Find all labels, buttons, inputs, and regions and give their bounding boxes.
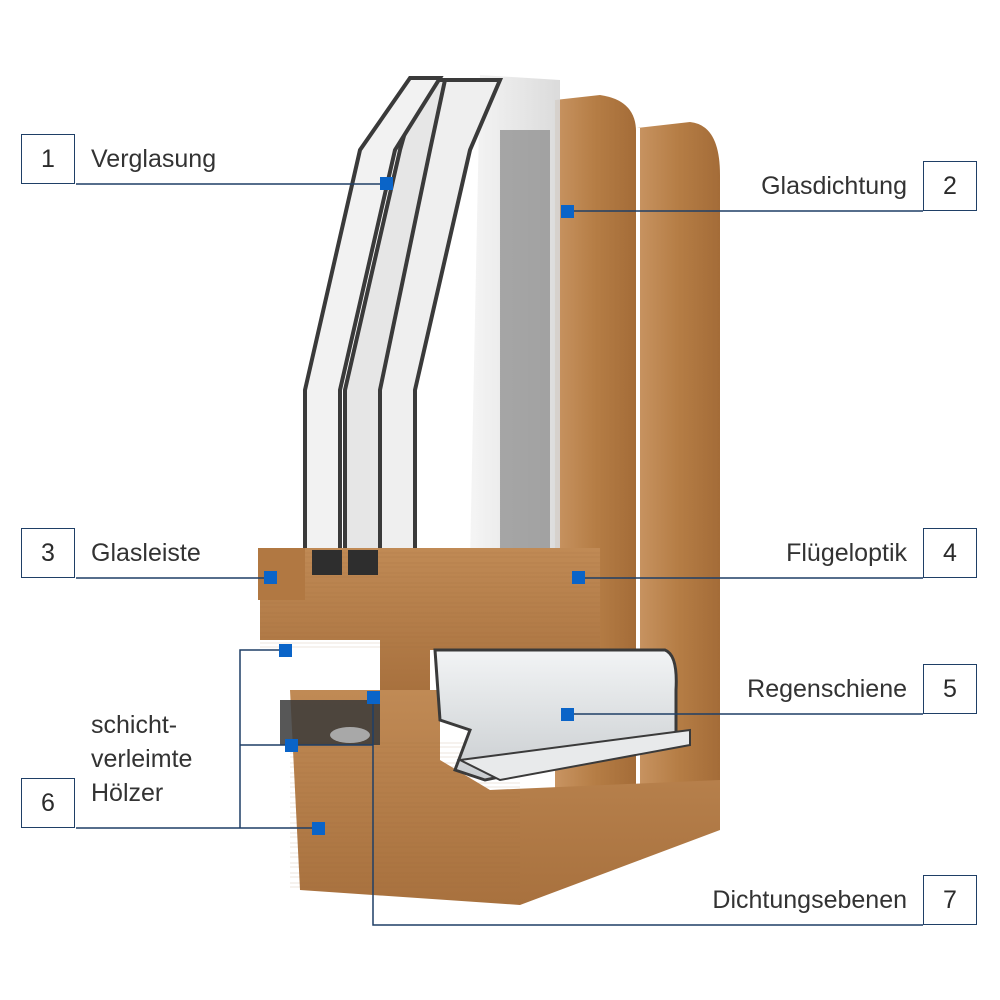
callout-label-hoelzer-line-1: schicht- <box>91 711 178 739</box>
callout-label-glasdichtung: Glasdichtung <box>761 172 907 200</box>
marker-fluegeloptik <box>572 571 585 584</box>
marker-regenschiene <box>561 708 574 721</box>
callout-number-5: 5 <box>923 664 977 714</box>
callout-number-3: 3 <box>21 528 75 578</box>
callout-label-hoelzer: schicht- verleimte Hölzer <box>91 708 192 810</box>
glass-bead <box>258 548 305 600</box>
leader-line-7 <box>372 698 923 926</box>
leader-line-6-branch <box>239 649 286 828</box>
marker-hoelzer-top <box>279 644 292 657</box>
glass-spacer-2 <box>348 550 378 575</box>
seal-hardware <box>330 727 370 743</box>
callout-number-4: 4 <box>923 528 977 578</box>
callout-number-1: 1 <box>21 134 75 184</box>
callout-label-glasleiste: Glasleiste <box>91 539 201 567</box>
marker-dichtung-top <box>367 691 380 704</box>
callout-label-verglasung: Verglasung <box>91 145 217 173</box>
marker-glasleiste <box>264 571 277 584</box>
callout-number-2: 2 <box>923 161 977 211</box>
callout-label-hoelzer-line-2: verleimte <box>91 745 193 773</box>
callout-label-hoelzer-line-3: Hölzer <box>91 779 164 807</box>
marker-hoelzer-bottom <box>312 822 325 835</box>
glass-seal-strip <box>500 130 550 560</box>
marker-dichtung-bottom <box>285 739 298 752</box>
rain-rail-lip <box>456 728 691 782</box>
callout-label-regenschiene: Regenschiene <box>747 675 907 703</box>
callout-number-7: 7 <box>923 875 977 925</box>
callout-number-6: 6 <box>21 778 75 828</box>
callout-label-dichtungsebenen: Dichtungsebenen <box>712 886 907 914</box>
callout-label-fluegeloptik: Flügeloptik <box>786 539 907 567</box>
marker-glasdichtung <box>561 205 574 218</box>
glass-spacer-1 <box>312 550 342 575</box>
marker-verglasung <box>380 177 393 190</box>
